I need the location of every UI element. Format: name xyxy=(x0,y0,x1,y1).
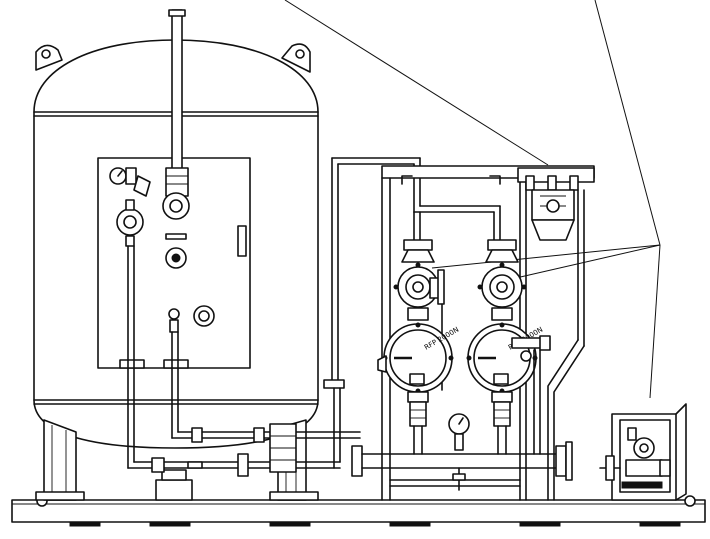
left-pump-assembly: RFP 2000N xyxy=(378,240,460,454)
panel-handle xyxy=(238,226,246,256)
vessel-bottom-nozzle xyxy=(156,480,192,500)
process-piping xyxy=(324,158,572,480)
manifold-filter-bowl xyxy=(532,220,574,240)
vessel-leg-left xyxy=(44,420,76,500)
center-gauge-assembly xyxy=(449,414,469,490)
right-pump-assembly: RFP 2000N xyxy=(467,240,550,454)
leader-lines xyxy=(285,0,660,398)
vessel-control-panel xyxy=(98,10,360,476)
auxiliary-unit xyxy=(600,404,686,500)
base-skid xyxy=(12,496,705,526)
vent-pipe xyxy=(172,10,182,170)
top-manifold xyxy=(518,168,594,500)
